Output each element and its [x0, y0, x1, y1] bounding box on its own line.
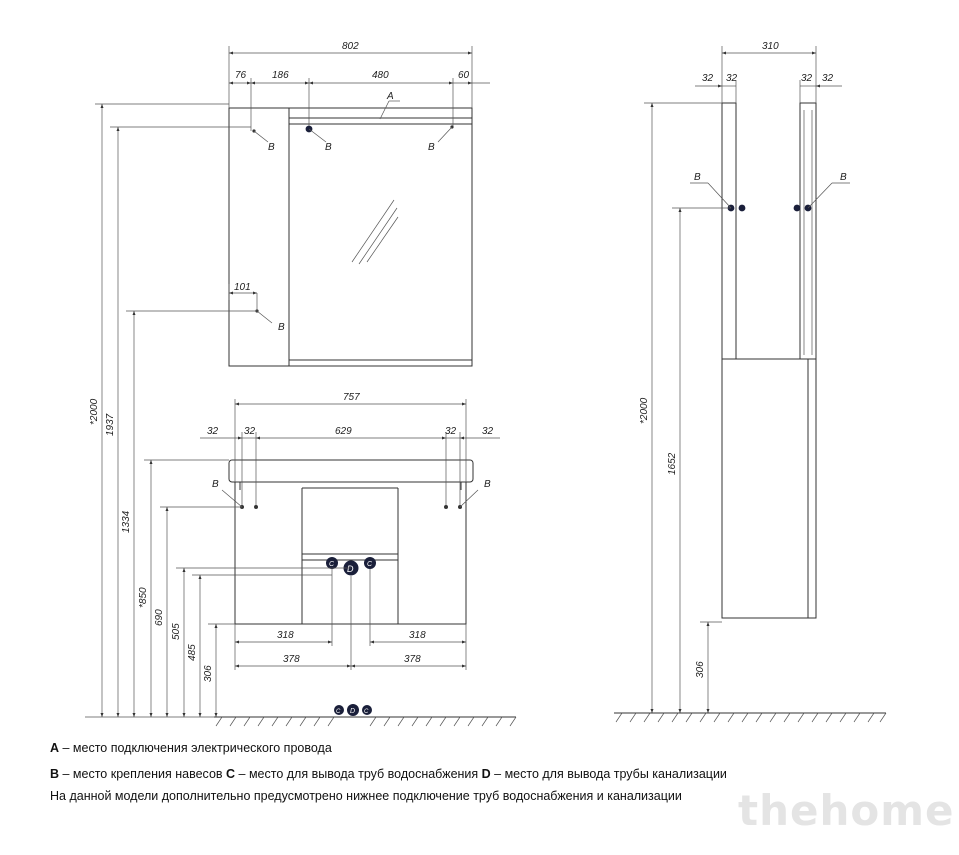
dim-h1937: 1937 [105, 413, 116, 436]
dim-side-32: 32 [822, 73, 834, 84]
floor-marker-c [362, 705, 372, 715]
mirror-glare [351, 199, 395, 263]
dim-310: 310 [762, 41, 779, 52]
dim-32: 32 [244, 426, 256, 437]
dim-802: 802 [342, 41, 359, 52]
dim-side-32: 32 [801, 73, 813, 84]
dim-h2000: *2000 [89, 398, 100, 425]
dim-101: 101 [234, 282, 251, 293]
svg-text:C: C [336, 709, 341, 715]
legend-line-a: A – место подключения электрического про… [50, 741, 332, 755]
marker-a: A [386, 91, 394, 102]
dim-32: 32 [207, 426, 219, 437]
dim-76: 76 [235, 70, 247, 81]
marker-b: B [278, 322, 285, 333]
dim-h485: 485 [187, 644, 198, 661]
dim-32: 32 [482, 426, 494, 437]
front-height-dimensions: *2000 1937 1334 *850 690 505 485 306 [85, 103, 351, 718]
dim-h690: 690 [154, 609, 165, 626]
dim-32: 32 [445, 426, 457, 437]
dim-side-h306: 306 [695, 661, 706, 678]
marker-b: B [268, 142, 275, 153]
svg-text:C: C [367, 561, 373, 568]
marker-b: B [694, 172, 701, 183]
mirror-panel [288, 107, 473, 367]
svg-text:C: C [364, 709, 369, 715]
dim-378: 378 [404, 654, 421, 665]
front-mirror-cabinet: B B B B 101 A 802 76 186 480 [228, 41, 490, 367]
marker-b: B [840, 172, 847, 183]
dim-757: 757 [343, 392, 360, 403]
side-cabinet-body [721, 358, 809, 619]
marker-c-right [364, 557, 376, 569]
svg-text:D: D [350, 708, 355, 715]
side-mirror-profile-right [799, 102, 817, 360]
floor-marker-d [347, 704, 359, 716]
marker-b: B [484, 479, 491, 490]
front-floor: C D C [214, 704, 517, 727]
vanity-countertop [228, 459, 474, 483]
dim-side-h1652: 1652 [667, 452, 678, 475]
dim-h505: 505 [171, 623, 182, 640]
dim-629: 629 [335, 426, 352, 437]
dim-h1334: 1334 [121, 510, 132, 533]
svg-text:C: C [329, 561, 335, 568]
marker-b: B [428, 142, 435, 153]
dim-318: 318 [277, 630, 294, 641]
dim-side-32: 32 [726, 73, 738, 84]
dim-186: 186 [272, 70, 289, 81]
mirror-side-cabinet [228, 107, 290, 367]
legend-note: На данной модели дополнительно предусмот… [50, 789, 682, 803]
watermark-logo: thehome [738, 786, 955, 835]
vanity-body [234, 481, 467, 625]
dim-378: 378 [283, 654, 300, 665]
floor-marker-c [334, 705, 344, 715]
dim-side-32: 32 [702, 73, 714, 84]
dim-480: 480 [372, 70, 389, 81]
dim-318: 318 [409, 630, 426, 641]
legend-line-bcd: B – место крепления навесов C – место дл… [50, 767, 727, 781]
marker-b: B [325, 142, 332, 153]
side-mirror-profile [721, 102, 737, 360]
front-vanity: B B C D C 757 32 32 629 32 32 [200, 392, 500, 670]
technical-drawing: B B B B 101 A 802 76 186 480 [85, 41, 887, 727]
marker-b: B [212, 479, 219, 490]
dim-side-h2000: *2000 [639, 397, 650, 424]
dim-60: 60 [458, 70, 470, 81]
dim-h306: 306 [203, 665, 214, 682]
dim-h850: *850 [138, 587, 149, 608]
side-view: B B 310 32 32 32 32 *2000 1652 306 [614, 41, 887, 723]
svg-text:D: D [347, 564, 354, 574]
marker-c-left [326, 557, 338, 569]
